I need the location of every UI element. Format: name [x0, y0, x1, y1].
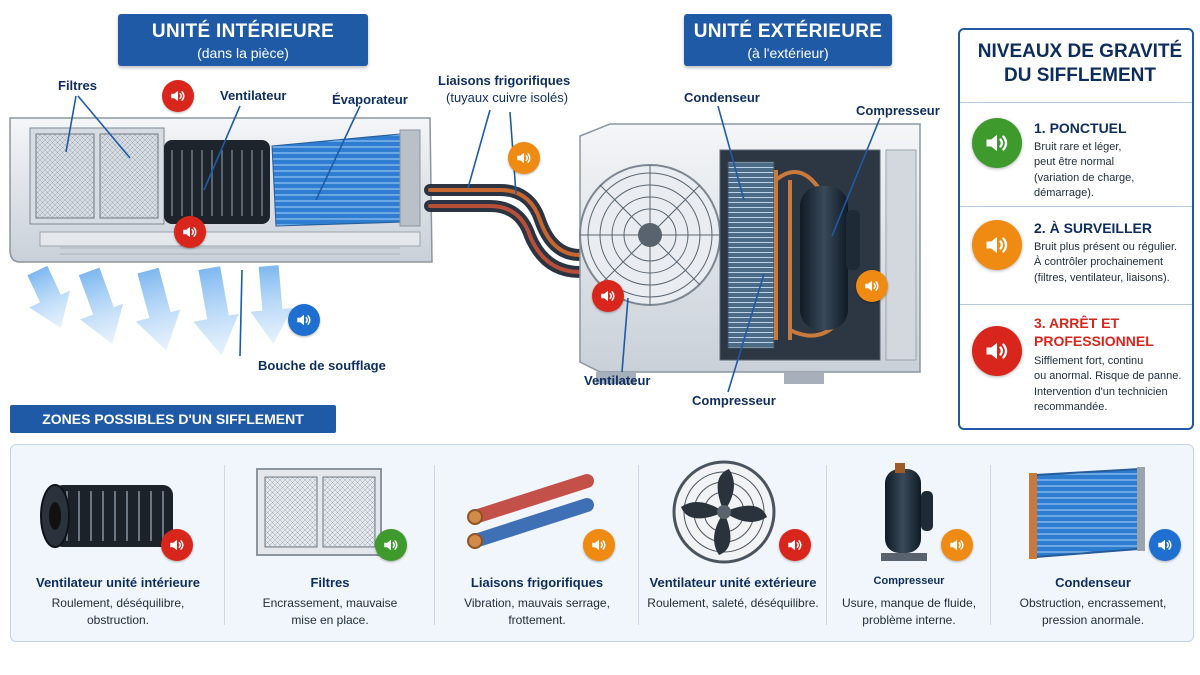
speaker-icon	[592, 280, 624, 312]
divider	[434, 465, 435, 625]
leader-lines	[65, 95, 881, 393]
zone-desc: Encrassement, mauvaise mise en place.	[262, 596, 398, 627]
zone-item: Liaisons frigorifiques Vibration, mauvai…	[435, 445, 639, 643]
outdoor-title: UNITÉ EXTÉRIEURE	[693, 21, 883, 42]
speaker-icon	[288, 304, 320, 336]
speaker-icon	[162, 80, 194, 112]
outdoor-subtitle: (à l'extérieur)	[747, 45, 829, 61]
severity-level-name: 1. PONCTUEL	[1034, 120, 1127, 136]
refrigerant-pipes	[424, 184, 586, 278]
zones-title: ZONES POSSIBLES D'UN SIFFLEMENT	[10, 405, 336, 433]
label-condenseur: Condenseur	[684, 90, 760, 105]
divider	[224, 465, 225, 625]
zone-desc: Usure, manque de fluide, problème intern…	[841, 596, 977, 627]
filter-picture	[256, 468, 382, 556]
label-compresseur: Compresseur	[856, 103, 940, 118]
indoor-title: UNITÉ INTÉRIEURE	[151, 21, 335, 42]
divider	[960, 102, 1192, 103]
severity-panel: NIVEAUX DE GRAVITÉ DU SIFFLEMENT 1. PONC…	[958, 28, 1194, 430]
speaker-icon	[972, 326, 1022, 376]
label-liaisons-sub: (tuyaux cuivre isolés)	[446, 90, 569, 105]
indoor-title-box: UNITÉ INTÉRIEURE (dans la pièce)	[118, 14, 368, 66]
speaker-icon	[941, 529, 973, 561]
zone-desc: Vibration, mauvais serrage, frottement.	[464, 596, 610, 627]
airflow-arrows	[27, 265, 293, 356]
divider	[826, 465, 827, 625]
divider	[960, 304, 1192, 305]
indoor-fan-picture	[40, 484, 173, 548]
zone-item: Ventilateur unité extérieure Roulement, …	[639, 445, 827, 643]
divider	[990, 465, 991, 625]
zone-desc: Roulement, saleté, déséquilibre.	[647, 596, 819, 610]
zone-item: Condenseur Obstruction, encrassement, pr…	[991, 445, 1195, 643]
speaker-icon	[508, 142, 540, 174]
label-bouche: Bouche de soufflage	[258, 358, 386, 373]
zone-item: Filtres Encrassement, mauvaise mise en p…	[225, 445, 435, 643]
speaker-icon	[972, 118, 1022, 168]
condenser-picture	[1029, 467, 1145, 559]
label-ventilateur-ext: Ventilateur	[584, 373, 651, 388]
label-liaisons: Liaisons frigorifiques	[438, 73, 571, 88]
label-filtres: Filtres	[58, 78, 98, 93]
zone-name: Liaisons frigorifiques	[470, 575, 604, 590]
zone-desc: Roulement, déséquilibre, obstruction.	[51, 596, 185, 627]
zones-band: Ventilateur unité intérieure Roulement, …	[10, 444, 1194, 642]
outdoor-unit-drawing	[579, 123, 921, 384]
label-evaporateur: Évaporateur	[332, 92, 408, 107]
speaker-icon	[972, 220, 1022, 270]
compressor-picture	[881, 463, 933, 561]
zone-name: Ventilateur unité extérieure	[649, 575, 817, 590]
indoor-subtitle: (dans la pièce)	[197, 45, 289, 61]
outdoor-title-box: UNITÉ EXTÉRIEURE (à l'extérieur)	[684, 14, 892, 66]
speaker-icon	[375, 529, 407, 561]
divider	[960, 206, 1192, 207]
zone-desc: Obstruction, encrassement, pression anor…	[1019, 596, 1167, 627]
zone-name: Ventilateur unité intérieure	[36, 575, 200, 590]
system-illustration	[9, 95, 921, 393]
zone-item: Compresseur Usure, manque de fluide, pro…	[827, 445, 991, 643]
severity-level-name: 2. À SURVEILLER	[1034, 220, 1152, 236]
severity-level-desc: Bruit rare et léger, peut être normal (v…	[1034, 141, 1135, 200]
speaker-icon	[161, 529, 193, 561]
zone-name: Compresseur	[873, 575, 945, 587]
speaker-icon	[583, 529, 615, 561]
label-ventilateur-int: Ventilateur	[220, 88, 287, 103]
severity-level-desc: Bruit plus présent ou régulier. À contrô…	[1034, 241, 1178, 284]
speaker-icon	[174, 216, 206, 248]
speaker-icon	[856, 270, 888, 302]
pipes-picture	[467, 474, 594, 549]
label-compresseur-low: Compresseur	[692, 393, 776, 408]
zone-name: Filtres	[310, 575, 350, 590]
zone-name: Condenseur	[1055, 575, 1131, 590]
zone-item: Ventilateur unité intérieure Roulement, …	[11, 445, 225, 643]
indoor-unit-drawing	[9, 117, 433, 263]
outdoor-fan-picture	[672, 460, 776, 564]
severity-panel-title: NIVEAUX DE GRAVITÉ DU SIFFLEMENT	[977, 41, 1183, 86]
severity-level-name: 3. ARRÊT ET PROFESSIONNEL	[1034, 315, 1154, 350]
speaker-icon	[779, 529, 811, 561]
divider	[638, 465, 639, 625]
speaker-icon	[1149, 529, 1181, 561]
severity-level-desc: Sifflement fort, continu ou anormal. Ris…	[1034, 355, 1182, 414]
